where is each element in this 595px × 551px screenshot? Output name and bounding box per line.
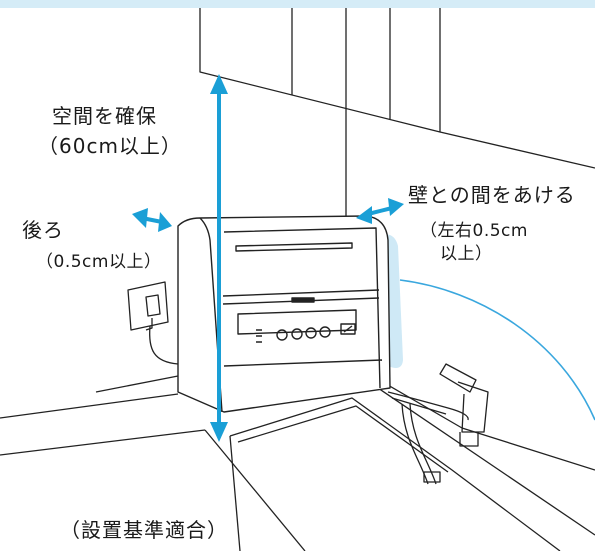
side-clearance-value-2: 以上） [440, 244, 493, 264]
faucet [387, 363, 489, 485]
clearance-arrows [132, 74, 404, 442]
side-clearance-title: 壁との間をあける [408, 183, 576, 207]
wall-outlet [127, 281, 179, 365]
back-clearance-value: （0.5cm以上） [36, 252, 162, 272]
space-clearance-value: （60cm以上） [38, 134, 182, 158]
hose-line [399, 279, 595, 421]
space-clearance-title: 空間を確保 [52, 104, 157, 128]
sink-basin [229, 397, 561, 551]
side-clearance-value-1: （左右0.5cm [420, 221, 528, 241]
dishwasher [177, 215, 391, 413]
upper-cabinet [199, 8, 595, 169]
caption: （設置基準適合） [60, 518, 228, 542]
back-clearance-title: 後ろ [22, 218, 64, 242]
top-band [0, 0, 595, 8]
